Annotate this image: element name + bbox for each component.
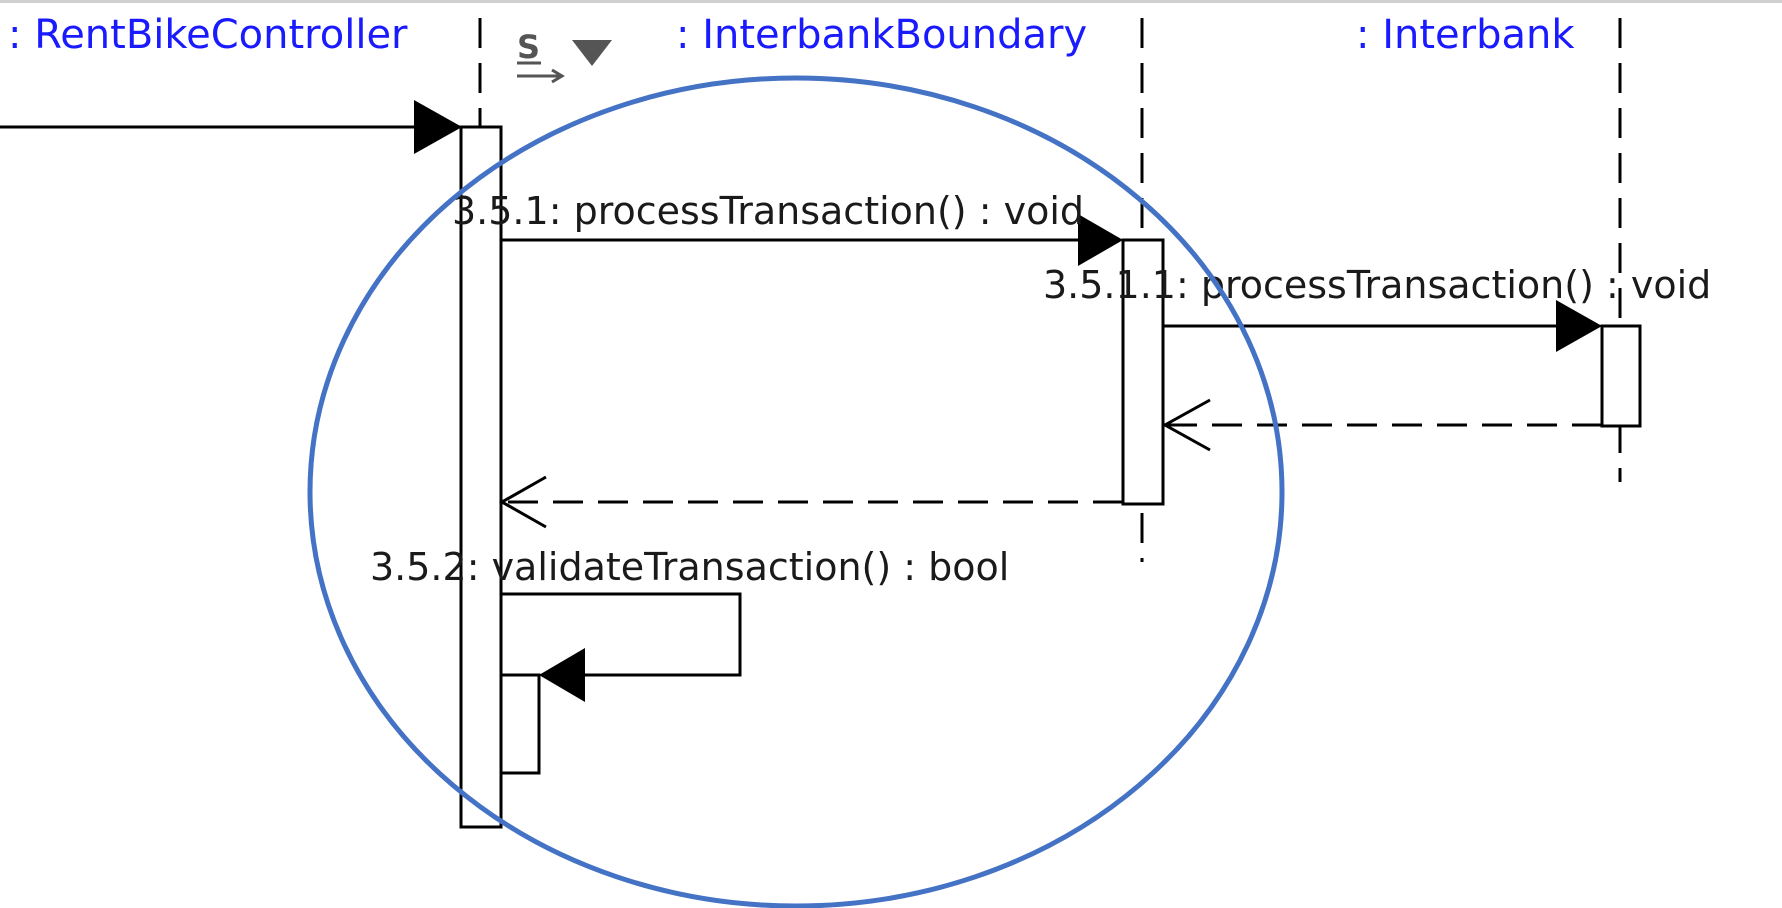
return-3-5-1-arrowhead [498,475,547,529]
activation-rent-bike-controller[interactable] [459,125,503,829]
message-3-5-2-label[interactable]: 3.5.2: validateTransaction() : bool [370,545,1009,589]
message-3-5-1-1-label[interactable]: 3.5.1.1: processTransaction() : void [1043,263,1711,307]
activation-interbank-boundary[interactable] [1121,238,1165,506]
message-3-5-1-arrowhead [1078,214,1123,266]
message-3-5-1-1-arrowhead [1556,300,1602,352]
incoming-message-arrowhead [414,100,462,154]
dropdown-triangle-icon[interactable] [572,40,612,66]
message-3-5-1-label[interactable]: 3.5.1: processTransaction() : void [452,189,1084,233]
lifeline-title-interbank[interactable]: : Interbank [1356,12,1575,58]
activation-self-call[interactable] [499,673,541,775]
lifeline-title-interbank-boundary[interactable]: : InterbankBoundary [676,12,1087,58]
lifeline-title-rent-bike-controller[interactable]: : RentBikeController [8,12,408,58]
message-3-5-2-arrowhead [539,648,585,702]
activation-interbank[interactable] [1600,324,1642,428]
return-3-5-1-1-arrowhead [1161,398,1211,452]
step-over-icon[interactable]: S [517,28,565,84]
message-3-5-2-line [501,592,742,677]
step-over-glyph: S [517,28,540,66]
highlight-ellipse [307,75,1285,908]
